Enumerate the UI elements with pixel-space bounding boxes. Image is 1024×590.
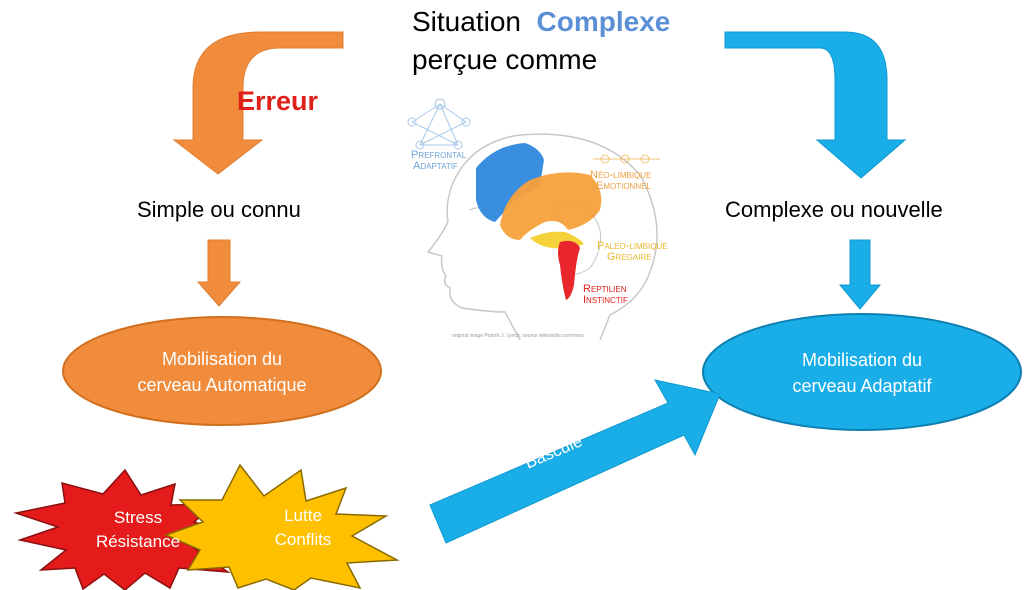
prefrontal-text: Prefrontal: [411, 149, 467, 161]
brain-label-paleo: Paleo-limbique Gregaire: [597, 241, 668, 263]
automatic-brain-label: Mobilisation du cerveau Automatique: [92, 346, 352, 398]
lutte-starburst: [163, 463, 400, 590]
reptilien-sub-text: Instinctif: [583, 294, 628, 306]
paleo-text: Paleo-limbique: [597, 240, 668, 252]
bascule-arrow: [429, 379, 721, 544]
stress-line-2: Résistance: [95, 532, 181, 551]
title-situation: Situation: [412, 6, 521, 37]
brain-label-neo: Néo-limbique Emotionnel: [590, 170, 651, 192]
right-down-arrow: [838, 239, 882, 310]
adaptive-line-1: Mobilisation du: [801, 350, 923, 370]
reptilien-text: Reptilien: [583, 283, 627, 295]
title-complexe: Complexe: [536, 6, 671, 37]
reptilian-region: [558, 240, 580, 300]
right-curved-arrow: [724, 31, 907, 179]
prefrontal-region: [476, 143, 544, 222]
brain-label-reptilien: Reptilien Instinctif: [583, 284, 628, 306]
left-down-arrow: [196, 239, 242, 307]
automatic-line-1: Mobilisation du: [161, 349, 283, 369]
left-curved-arrow: [172, 31, 344, 175]
image-credit: original image Patrick J. Lynch, source …: [452, 333, 584, 339]
title-line-2: perçue comme: [412, 44, 598, 75]
left-perception-label: Simple ou connu: [137, 197, 301, 222]
adaptive-line-2: cerveau Adaptatif: [792, 376, 932, 396]
automatic-line-2: cerveau Automatique: [137, 375, 307, 395]
lutte-line-1: Lutte: [284, 506, 322, 525]
title-line-1: Situation Complexe: [412, 6, 670, 38]
stress-line-1: Stress: [113, 508, 163, 527]
neo-limbic-region: [500, 172, 602, 240]
stress-label: Stress Résistance: [88, 506, 188, 554]
lutte-line-2: Conflits: [274, 530, 332, 549]
right-perception-label: Complexe ou nouvelle: [725, 197, 943, 222]
error-label: Erreur: [237, 86, 319, 116]
prefrontal-sub-text: Adaptatif: [413, 160, 458, 172]
lutte-label: Lutte Conflits: [258, 504, 348, 552]
adaptive-brain-label: Mobilisation du cerveau Adaptatif: [732, 347, 992, 399]
paleo-sub-text: Gregaire: [607, 251, 652, 263]
neuron-chain-icon: [593, 154, 660, 164]
adaptive-brain-ellipse: [702, 313, 1022, 431]
neural-network-icon: [407, 98, 471, 150]
brain-label-prefrontal: Prefrontal Adaptatif: [411, 150, 466, 172]
brain-illustration: [407, 98, 660, 341]
neo-text: Néo-limbique: [590, 169, 652, 181]
automatic-brain-ellipse: [62, 316, 382, 426]
neo-sub-text: Emotionnel: [596, 180, 651, 192]
